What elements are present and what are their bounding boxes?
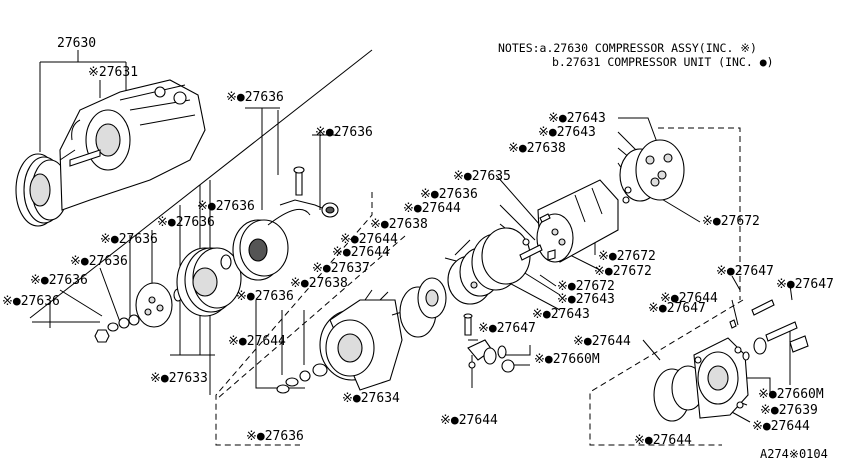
label-27636-k: ※●27636 [420, 187, 478, 202]
rear-housing [653, 299, 809, 422]
label-27660M-a: ※●27660M [534, 352, 600, 367]
label-27647-b: ※●27647 [716, 264, 774, 279]
label-27644-g: ※●27644 [660, 291, 718, 306]
label-27636-b: ※●27636 [315, 125, 373, 140]
label-27644-b: ※●27644 [332, 245, 390, 260]
label-27636-a: ※●27636 [226, 90, 284, 105]
compressor-assembly [15, 79, 206, 227]
front-housing [276, 277, 447, 394]
label-27638-c: ※●27638 [508, 141, 566, 156]
label-27647-c: ※●27647 [776, 277, 834, 292]
label-27644-e: ※●27644 [440, 413, 498, 428]
label-27636-e: ※●27636 [100, 232, 158, 247]
label-27644-a: ※●27644 [228, 334, 286, 349]
label-27643-a: ※●27643 [548, 111, 606, 126]
label-27630: 27630 [57, 36, 96, 51]
label-27636-g: ※●27636 [30, 273, 88, 288]
label-27672-c: ※●27672 [594, 264, 652, 279]
rear-plates [619, 139, 685, 204]
label-27644-f: ※●27644 [573, 334, 631, 349]
label-27644-c: ※●27644 [340, 232, 398, 247]
valve-fittings [463, 313, 515, 373]
label-27647-a: ※●27647 [478, 321, 536, 336]
label-27644-d: ※●27644 [403, 201, 461, 216]
label-27660M-b: ※●27660M [758, 387, 824, 402]
cylinder-block [447, 179, 619, 305]
label-27638-a: ※●27638 [290, 276, 348, 291]
diagram-code: A274※0104 [760, 447, 828, 461]
label-27636-c: ※●27636 [197, 199, 255, 214]
part-labels: 27630 ※27631 ※●27636 ※●27636 ※●27636 ※●2… [2, 36, 834, 448]
label-27635: ※●27635 [453, 169, 511, 184]
label-27672-b: ※●27672 [598, 249, 656, 264]
label-27672-a: ※●27672 [702, 214, 760, 229]
label-27636-j: ※●27636 [246, 429, 304, 444]
label-27633: ※●27633 [150, 371, 208, 386]
note-line-a: NOTES:a.27630 COMPRESSOR ASSY(INC. ※) [498, 41, 757, 55]
label-27636-i: ※●27636 [236, 289, 294, 304]
label-27644-h: ※●27644 [752, 419, 810, 434]
leader-lines [29, 49, 793, 446]
label-27636-f: ※●27636 [70, 254, 128, 269]
label-27644-i: ※●27644 [634, 433, 692, 448]
label-27643-d: ※●27643 [532, 307, 590, 322]
label-27634: ※●27634 [342, 391, 400, 406]
label-27636-d: ※●27636 [157, 215, 215, 230]
label-27672-d: ※●27672 [557, 279, 615, 294]
note-line-b: b.27631 COMPRESSOR UNIT (INC. ●) [552, 55, 774, 69]
label-27643-c: ※●27643 [557, 292, 615, 307]
clutch-parts [94, 166, 339, 343]
label-27647-d: ※●27647 [648, 301, 706, 316]
label-27631: ※27631 [88, 65, 138, 80]
label-27643-b: ※●27643 [538, 125, 596, 140]
label-27639: ※●27639 [760, 403, 818, 418]
label-27636-h: ※●27636 [2, 294, 60, 309]
label-27637: ※●27637 [312, 261, 370, 276]
label-27638-b: ※●27638 [370, 217, 428, 232]
